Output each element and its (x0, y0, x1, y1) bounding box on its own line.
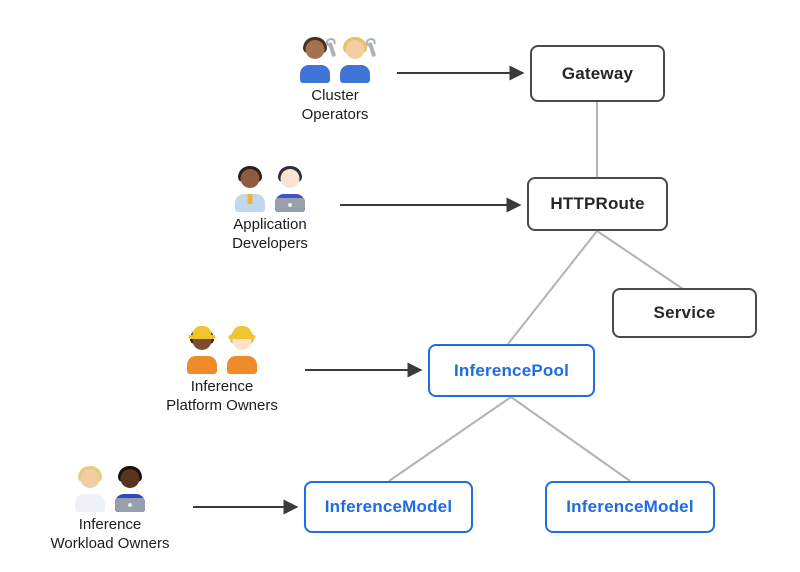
health-worker-icon (73, 466, 107, 512)
node-service: Service (612, 288, 757, 338)
node-inferencepool: InferencePool (428, 344, 595, 397)
edge-httproute-service (596, 230, 684, 290)
edge-inferencepool-inferencemodel-right (510, 396, 631, 482)
persona-application-developers: Application Developers (190, 166, 350, 253)
man-construction-worker-icon (225, 326, 259, 374)
application-developers-label: Application Developers (232, 216, 308, 252)
man-technologist-icon (113, 466, 147, 512)
woman-technologist-icon (273, 166, 307, 212)
woman-construction-worker-icon (185, 326, 219, 374)
platform-owners-icons (185, 326, 259, 374)
edge-inferencepool-inferencemodel-left (388, 396, 512, 482)
node-gateway-label: Gateway (561, 63, 634, 83)
workload-owners-icons (73, 466, 147, 512)
node-inferencemodel-right: InferenceModel (545, 481, 715, 533)
man-office-worker-icon (233, 166, 267, 212)
persona-inference-platform-owners: Inference Platform Owners (142, 326, 302, 415)
man-mechanic-icon (298, 37, 337, 83)
woman-mechanic-icon (338, 37, 377, 83)
node-httproute: HTTPRoute (527, 177, 668, 231)
node-inferencemodel-left-label: InferenceModel (324, 497, 453, 516)
persona-cluster-operators: Cluster Operators (255, 37, 415, 124)
node-gateway: Gateway (530, 45, 665, 102)
cluster-operators-label: Cluster Operators (301, 87, 369, 123)
workload-owners-label: Inference Workload Owners (50, 516, 170, 552)
node-inferencemodel-left: InferenceModel (304, 481, 473, 533)
node-inferencemodel-right-label: InferenceModel (566, 497, 694, 516)
edge-httproute-inferencepool (507, 230, 598, 345)
application-developers-icons (233, 166, 307, 212)
cluster-operators-icons (298, 37, 377, 83)
platform-owners-label: Inference Platform Owners (166, 378, 278, 414)
node-inferencepool-label: InferencePool (453, 360, 570, 380)
node-service-label: Service (653, 303, 716, 322)
persona-inference-workload-owners: Inference Workload Owners (30, 466, 190, 553)
node-httproute-label: HTTPRoute (550, 194, 645, 213)
